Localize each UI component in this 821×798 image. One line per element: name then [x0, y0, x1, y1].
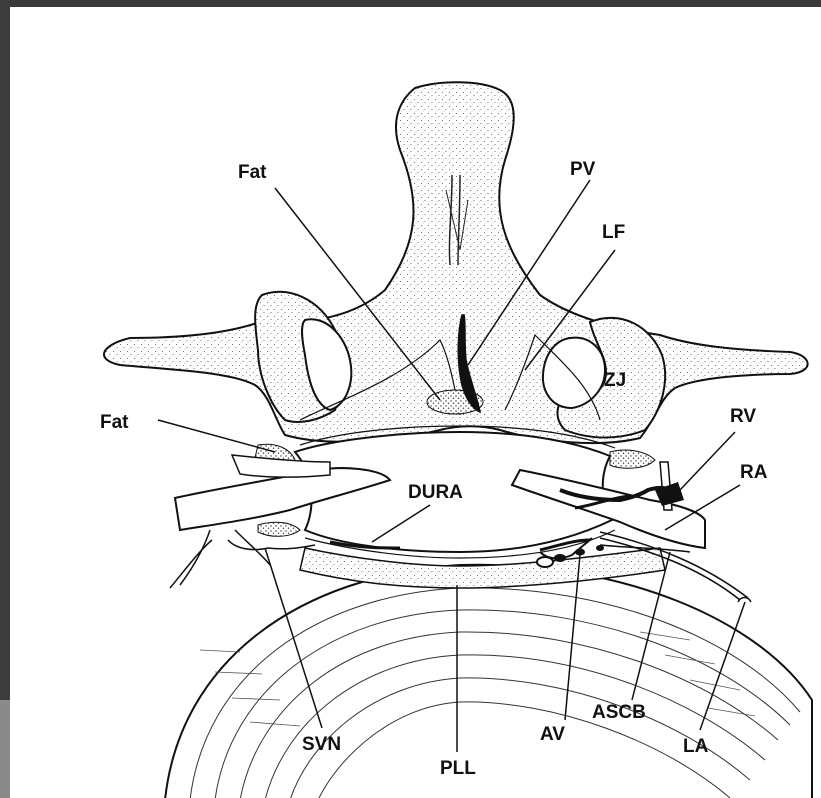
- label-ascb: ASCB: [592, 702, 646, 723]
- label-av: AV: [540, 724, 565, 745]
- label-lf: LF: [602, 222, 625, 243]
- vertebral-arch: [104, 82, 808, 468]
- label-svn: SVN: [302, 734, 341, 755]
- label-pll: PLL: [440, 758, 476, 779]
- label-la: LA: [683, 736, 709, 757]
- label-zj: ZJ: [604, 370, 626, 391]
- label-pv: PV: [570, 159, 596, 180]
- label-dura: DURA: [408, 482, 463, 503]
- label-rv: RV: [730, 406, 756, 427]
- vertebral-body: [165, 565, 812, 798]
- label-ra: RA: [740, 462, 768, 483]
- label-fat-left: Fat: [100, 412, 129, 433]
- label-fat-top: Fat: [238, 162, 267, 183]
